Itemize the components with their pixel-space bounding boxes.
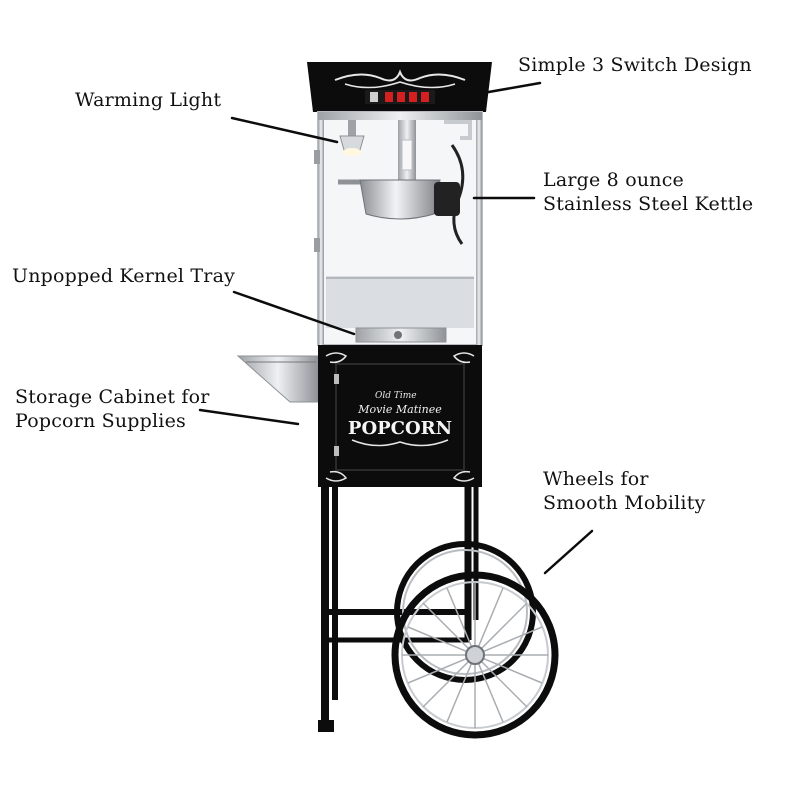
leader-wheels	[543, 529, 594, 575]
callout-warming-light-text: Warming Light	[75, 89, 222, 111]
machine-top-canopy	[307, 62, 492, 112]
side-shelf	[236, 355, 319, 403]
callout-kernel-tray-text: Unpopped Kernel Tray	[12, 265, 236, 287]
front-wheel	[391, 571, 559, 739]
leader-kernel-tray	[232, 290, 356, 336]
switch-panel	[365, 90, 435, 104]
sign-popcorn: POPCORN	[348, 418, 452, 439]
leader-storage	[198, 408, 300, 426]
sign-movie-matinee: Movie Matinee	[357, 403, 442, 416]
leader-warming-light	[230, 116, 339, 144]
callout-kettle: Large 8 ounce Stainless Steel Kettle	[543, 168, 753, 216]
callout-wheels-line2: Smooth Mobility	[543, 492, 706, 514]
callout-wheels: Wheels for Smooth Mobility	[543, 467, 705, 515]
callout-storage-cabinet: Storage Cabinet for Popcorn Supplies	[15, 385, 210, 433]
callout-storage-line1: Storage Cabinet for	[15, 386, 210, 408]
callout-kettle-line1: Large 8 ounce	[543, 169, 684, 191]
callout-kernel-tray: Unpopped Kernel Tray	[12, 264, 235, 288]
callout-storage-line2: Popcorn Supplies	[15, 410, 186, 432]
callout-switch-text: Simple 3 Switch Design	[518, 54, 752, 76]
leader-switch	[441, 81, 542, 102]
callout-leader-lines	[198, 81, 594, 575]
storage-cabinet: Old Time Movie Matinee POPCORN	[318, 345, 482, 487]
sign-old-time: Old Time	[375, 391, 417, 401]
warming-light	[339, 120, 365, 156]
callout-warming-light: Warming Light	[75, 88, 221, 112]
callout-switch-design: Simple 3 Switch Design	[518, 53, 752, 77]
kettle	[338, 120, 472, 245]
callout-wheels-line1: Wheels for	[543, 468, 649, 490]
kernel-tray	[355, 327, 447, 343]
callout-kettle-line2: Stainless Steel Kettle	[543, 193, 754, 215]
